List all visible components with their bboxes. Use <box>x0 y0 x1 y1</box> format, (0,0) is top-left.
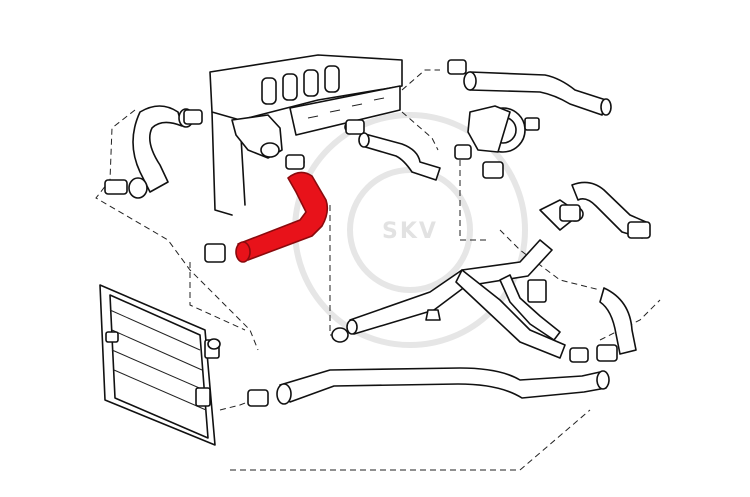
clamp <box>247 389 269 407</box>
clamp <box>482 161 504 179</box>
throttle-body <box>467 105 540 153</box>
coolant-pipe-assembly <box>331 239 566 359</box>
clamp <box>204 243 226 263</box>
clamp <box>345 119 365 135</box>
leader-lines <box>95 69 661 471</box>
clamp <box>285 154 305 170</box>
clamp <box>183 109 203 125</box>
lower-radiator-hose <box>276 367 610 405</box>
clamp <box>569 347 589 363</box>
clamp <box>559 204 581 222</box>
upper-radiator-hose <box>235 171 329 263</box>
watermark-text: SKV <box>382 219 438 244</box>
left-bypass-hose <box>104 105 194 199</box>
radiator <box>99 284 221 446</box>
engine-block <box>209 54 403 216</box>
heater-hose-top <box>447 59 612 116</box>
heater-hose-mid <box>358 132 441 181</box>
clamp <box>454 144 472 160</box>
hose-clamps <box>183 109 589 407</box>
